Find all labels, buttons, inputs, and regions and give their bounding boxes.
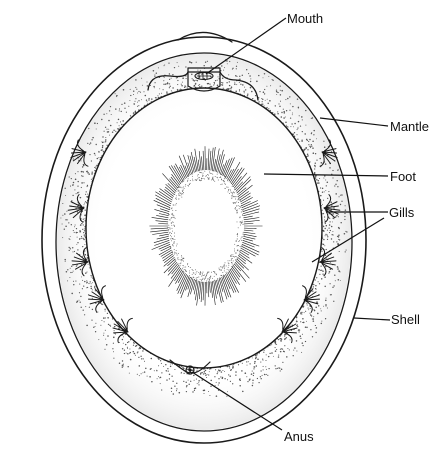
label-shell: Shell bbox=[391, 312, 420, 327]
mouth-structure bbox=[187, 67, 221, 92]
label-foot: Foot bbox=[390, 169, 416, 184]
foot-leader-line bbox=[263, 173, 389, 177]
label-gills: Gills bbox=[389, 205, 415, 220]
shell-leader-line bbox=[353, 317, 391, 321]
gills-leader-line-2 bbox=[311, 217, 385, 263]
mantle-shading bbox=[57, 54, 351, 430]
mantle-leader-line bbox=[319, 117, 389, 127]
shell-umbo bbox=[177, 31, 233, 43]
anus-structure bbox=[169, 359, 211, 375]
shell-inner-rim bbox=[55, 52, 353, 432]
foot-sole-hatching bbox=[149, 146, 263, 306]
label-mantle: Mantle bbox=[390, 119, 429, 134]
mouth-leader-line bbox=[205, 17, 287, 75]
anus-leader-line bbox=[191, 371, 283, 431]
shell-outer-rim bbox=[41, 36, 367, 444]
label-mouth: Mouth bbox=[287, 11, 323, 26]
label-anus: Anus bbox=[284, 429, 314, 444]
